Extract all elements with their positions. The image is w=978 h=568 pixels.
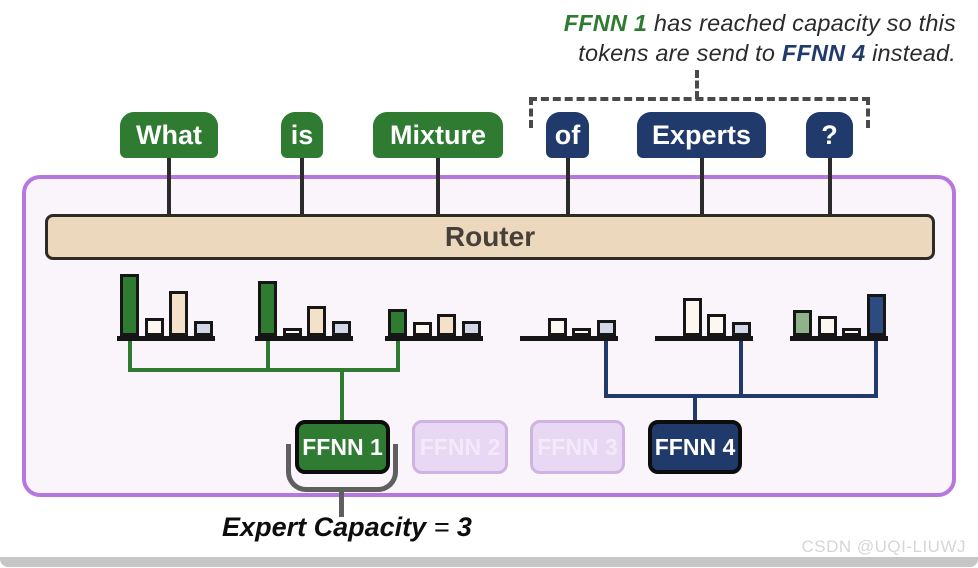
token-experts: Experts [637,112,766,158]
prob-bar-expert-3 [437,314,456,336]
chart-baseline [255,336,353,341]
token-of: of [546,112,589,158]
prob-chart-question-mark [790,269,888,341]
capacity-annotation: FFNN 1 has reached capacity so this toke… [396,8,956,68]
navy-route-drop [693,394,697,420]
router-bar: Router [45,214,935,260]
prob-bar-expert-1 [793,310,812,336]
navy-route-stem [739,341,743,398]
bottom-edge-strip [0,557,978,567]
chart-baseline [385,336,483,341]
prob-bar-expert-4 [866,294,886,336]
prob-bar-expert-3 [707,314,726,336]
prob-bar-expert-1 [120,274,139,336]
prob-chart-of [520,269,618,341]
prob-bar-expert-2 [817,316,837,336]
token-question-mark: ? [806,112,853,158]
prob-bar-expert-3 [169,291,188,336]
expert-capacity-label: Expert Capacity = 3 [222,512,472,542]
prob-chart-mixture [385,269,483,341]
prob-bar-expert-4 [731,322,751,336]
prob-bar-expert-1 [388,309,407,336]
prob-bar-expert-3 [572,328,591,336]
prob-chart-is [255,269,353,341]
token-connector-line [699,155,704,216]
prob-bar-expert-2 [547,318,567,336]
capacity-bracket [286,444,398,492]
prob-bar-expert-4 [461,321,481,336]
prob-bar-expert-2 [412,322,432,336]
prob-bar-expert-4 [596,320,616,336]
router-label: Router [444,221,536,252]
prob-bar-expert-1 [258,281,277,336]
chart-baseline [790,336,888,341]
prob-bar-expert-2 [144,318,164,336]
green-route-drop [340,368,344,420]
token-what: What [120,112,218,158]
chart-baseline [520,336,618,341]
capacity-value: 3 [456,512,472,542]
expert-ffnn-3: FFNN 3 [530,420,625,474]
prob-bar-expert-4 [331,321,351,336]
prob-bar-expert-4 [193,321,213,336]
chart-baseline [117,336,215,341]
token-connector-line [565,155,570,216]
overflow-tokens-dashed-bracket [529,97,870,128]
prob-bar-expert-3 [307,306,326,336]
capacity-text: Expert Capacity [222,512,427,542]
token-connector-line [300,155,304,216]
expert-ffnn-4: FFNN 4 [648,420,742,474]
prob-bar-expert-3 [842,328,861,336]
capacity-pointer-line [339,489,344,517]
green-route-bus [127,368,400,372]
token-is: is [281,112,323,158]
navy-route-stem [604,341,608,398]
annotation-line-1: FFNN 1 has reached capacity so this [563,10,956,36]
navy-route-stem [874,341,878,398]
prob-chart-experts [655,269,753,341]
green-route-stem [127,341,132,372]
green-route-stem [395,341,400,372]
watermark: CSDN @UQI-LIUWJ [801,537,966,556]
callout-connector-line [695,70,699,99]
expert-ffnn-2: FFNN 2 [412,420,508,474]
annotation-line-2: tokens are send to FFNN 4 instead. [578,40,956,66]
prob-bar-expert-2 [682,298,702,336]
green-route-stem [265,341,270,372]
ffnn1-reference: FFNN 1 [563,10,648,36]
prob-bar-expert-2 [282,328,302,336]
token-mixture: Mixture [373,112,503,158]
prob-chart-what [117,269,215,341]
navy-route-bus [604,394,878,398]
ffnn4-reference: FFNN 4 [781,40,866,66]
token-connector-line [436,155,440,216]
chart-baseline [655,336,753,341]
token-connector-line [827,155,832,216]
token-connector-line [167,155,171,216]
